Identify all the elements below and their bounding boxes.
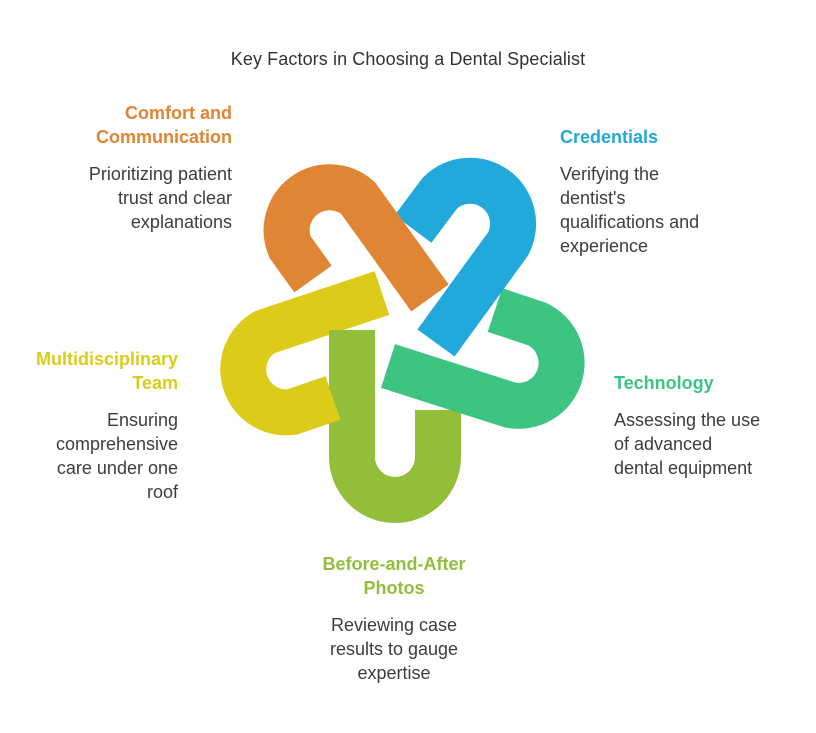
factor-multidisciplinary-team: Multidisciplinary Team Ensuring comprehe… (10, 347, 178, 504)
heading-line: Multidisciplinary (35, 349, 178, 369)
factor-description: Ensuring comprehensive care under one ro… (10, 408, 178, 504)
heading-line: Photos (363, 578, 425, 598)
factor-heading: Credentials (560, 125, 800, 149)
loop-credentials (394, 157, 537, 357)
description-line: dental equipment (614, 458, 753, 478)
diagram-title: Key Factors in Choosing a Dental Special… (230, 49, 586, 69)
description-line: qualifications and (560, 212, 700, 232)
factor-heading: Comfort and Communication (20, 101, 232, 149)
heading-line: Team (132, 373, 178, 393)
loop-comfort-communication (263, 164, 449, 312)
description-line: dentist's (560, 188, 626, 208)
description-line: of advanced (614, 434, 713, 454)
heading-line: Credentials (560, 127, 659, 147)
description-line: comprehensive (55, 434, 178, 454)
factor-before-after-photos: Before-and-After Photos Reviewing case r… (280, 552, 508, 685)
description-line: Reviewing case (330, 615, 458, 635)
description-line: Ensuring (106, 410, 178, 430)
heading-line: Comfort and (125, 103, 232, 123)
description-line: explanations (130, 212, 232, 232)
description-line: trust and clear (117, 188, 232, 208)
description-line: roof (146, 482, 178, 502)
description-line: Assessing the use (614, 410, 761, 430)
factor-technology: Technology Assessing the use of advanced… (614, 371, 804, 480)
factor-comfort-communication: Comfort and Communication Prioritizing p… (20, 101, 232, 234)
description-line: Prioritizing patient (88, 164, 232, 184)
factor-heading: Technology (614, 371, 804, 395)
factor-heading: Multidisciplinary Team (10, 347, 178, 395)
factor-description: Assessing the use of advanced dental equ… (614, 408, 804, 480)
factor-description: Verifying the dentist's qualifications a… (560, 162, 800, 258)
heading-line: Technology (614, 373, 714, 393)
heading-line: Before-and-After (322, 554, 466, 574)
heading-line: Communication (95, 127, 232, 147)
description-line: experience (560, 236, 649, 256)
loop-technology (380, 288, 585, 429)
description-line: care under one (56, 458, 178, 478)
description-line: Verifying the (560, 164, 660, 184)
description-line: results to gauge (329, 639, 459, 659)
description-line: expertise (357, 663, 431, 683)
factor-description: Prioritizing patient trust and clear exp… (20, 162, 232, 234)
factor-heading: Before-and-After Photos (280, 552, 508, 600)
loop-multidisciplinary-team (220, 271, 390, 436)
factor-description: Reviewing case results to gauge expertis… (280, 613, 508, 685)
loop-before-after-photos (329, 340, 461, 523)
factor-credentials: Credentials Verifying the dentist's qual… (560, 125, 800, 258)
